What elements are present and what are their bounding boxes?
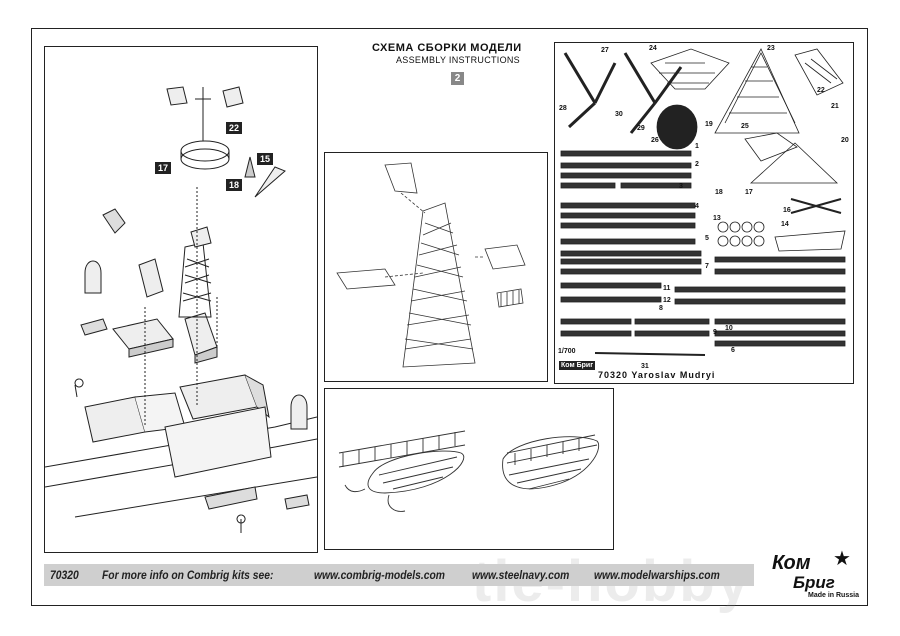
callout-18: 18 (226, 179, 243, 191)
pe-part-17: 17 (745, 189, 753, 196)
title-russian: СХЕМА СБОРКИ МОДЕЛИ (372, 42, 522, 54)
page-frame (31, 28, 868, 606)
star-icon: ★ (833, 548, 851, 570)
pe-part-11: 11 (663, 285, 671, 292)
footer-link-steelnavy[interactable]: www.steelnavy.com (472, 568, 570, 582)
pe-part-28: 28 (559, 105, 567, 112)
pe-part-22: 22 (817, 87, 825, 94)
footer-link-modelwarships[interactable]: www.modelwarships.com (594, 568, 720, 582)
callout-22: 22 (226, 122, 243, 134)
brand-logo-line2: Бриг (793, 573, 835, 592)
pe-part-16: 16 (783, 207, 791, 214)
pe-part-14: 14 (781, 221, 789, 228)
pe-part-3: 3 (679, 183, 683, 190)
step-number-badge: 2 (451, 72, 464, 85)
pe-part-19: 19 (705, 121, 713, 128)
pe-part-26: 26 (651, 137, 659, 144)
footer-bar: 70320 For more info on Combrig kits see:… (44, 564, 754, 586)
pe-part-27: 27 (601, 47, 609, 54)
brand-logo-line1: Ком (772, 552, 811, 574)
assembly-drawing-main (45, 86, 317, 533)
pe-part-13: 13 (713, 215, 721, 222)
photoetch-sheet: 27 24 23 28 29 30 26 19 25 22 21 20 1 2 … (554, 42, 854, 384)
pe-part-23: 23 (767, 45, 775, 52)
pe-part-20: 20 (841, 137, 849, 144)
pe-part-2: 2 (695, 161, 699, 168)
photoetch-scale: 1/700 (558, 348, 576, 355)
pe-part-21: 21 (831, 103, 839, 110)
platform-drawing (338, 430, 600, 512)
pe-part-24: 24 (649, 45, 657, 52)
assembly-panel-platforms (324, 388, 614, 550)
pe-part-1: 1 (695, 143, 699, 150)
pe-part-30: 30 (615, 111, 623, 118)
footer-link-combrig[interactable]: www.combrig-models.com (314, 568, 445, 582)
assembly-panel-mast (324, 152, 548, 382)
pe-part-9: 9 (713, 329, 717, 336)
pe-part-5: 5 (705, 235, 709, 242)
pe-part-10: 10 (725, 325, 733, 332)
pe-part-7: 7 (705, 263, 709, 270)
photoetch-drawing (560, 48, 846, 356)
assembly-panel-main: 22 17 15 18 (44, 46, 318, 553)
pe-logo-small: Ком Бриг (559, 361, 596, 370)
pe-part-4: 4 (695, 203, 699, 210)
mast-drawing (336, 162, 526, 368)
footer-info-text: For more info on Combrig kits see: (102, 568, 274, 582)
title-english: ASSEMBLY INSTRUCTIONS (396, 55, 520, 65)
pe-part-31: 31 (641, 363, 649, 370)
pe-part-8: 8 (659, 305, 663, 312)
footer-kit-number: 70320 (50, 568, 79, 582)
photoetch-title: 70320 Yaroslav Mudryi (598, 370, 716, 380)
callout-17: 17 (155, 162, 172, 174)
pe-part-18: 18 (715, 189, 723, 196)
made-in-russia: Made in Russia (808, 592, 859, 599)
callout-15: 15 (257, 153, 274, 165)
pe-part-12: 12 (663, 297, 671, 304)
pe-part-29: 29 (637, 125, 645, 132)
pe-part-25: 25 (741, 123, 749, 130)
pe-part-6: 6 (731, 347, 735, 354)
